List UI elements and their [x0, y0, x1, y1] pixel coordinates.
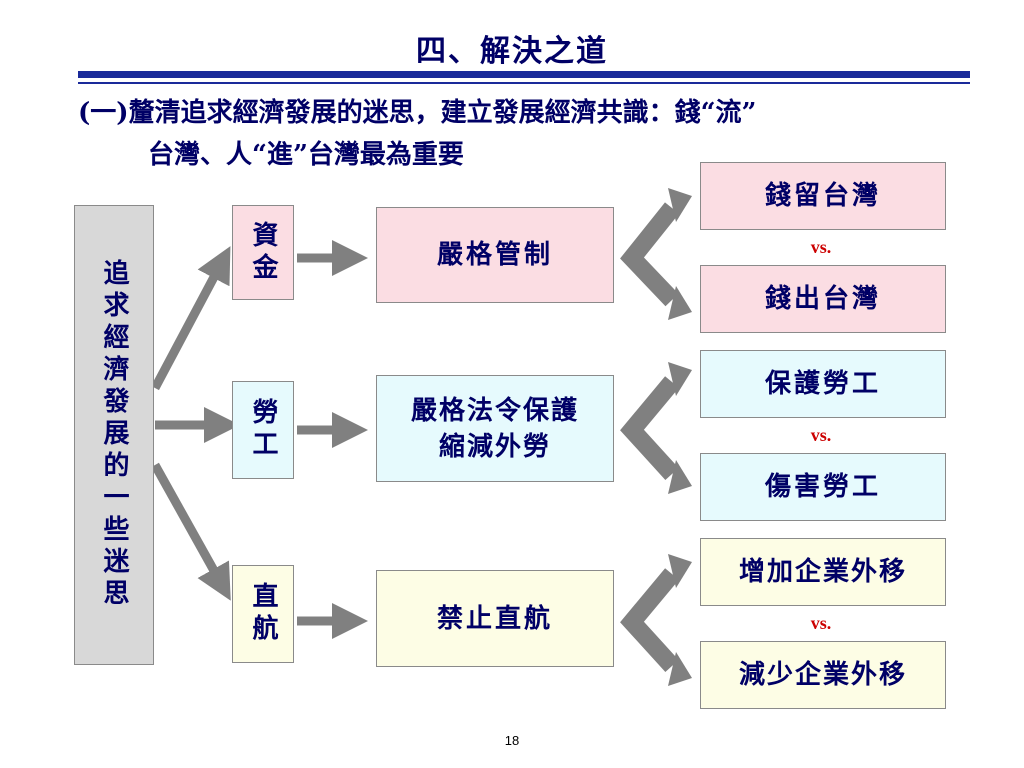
page-number: 18	[504, 733, 520, 748]
vs-label-direct-flight: vs.	[785, 606, 857, 641]
outcome-box-labor-top: 保護勞工	[700, 350, 946, 418]
outcome-box-direct-flight-top: 增加企業外移	[700, 538, 946, 606]
category-box-capital: 資金	[232, 205, 294, 300]
subtitle-line-2: 台灣、人“進”台灣最為重要	[148, 140, 464, 170]
policy-box-labor: 嚴格法令保護 縮減外勞	[376, 375, 614, 482]
policy-box-capital: 嚴格管制	[376, 207, 614, 303]
category-label-labor: 勞工	[248, 398, 278, 462]
outcome-box-capital-top: 錢留台灣	[700, 162, 946, 230]
title-rule-thin	[78, 82, 970, 84]
outcome-box-capital-bottom: 錢出台灣	[700, 265, 946, 333]
outcome-box-direct-flight-bottom: 減少企業外移	[700, 641, 946, 709]
subtitle-line-1: (一)釐清追求經濟發展的迷思，建立發展經濟共識：錢“流”	[78, 98, 757, 128]
policy-box-direct-flight: 禁止直航	[376, 570, 614, 667]
subtitle: (一)釐清追求經濟發展的迷思，建立發展經濟共識：錢“流” 台灣、人“進”台灣最為…	[78, 92, 998, 176]
category-label-direct-flight: 直航	[248, 582, 278, 646]
vs-label-capital: vs.	[785, 230, 857, 265]
category-label-capital: 資金	[248, 220, 278, 285]
outcome-box-labor-bottom: 傷害勞工	[700, 453, 946, 521]
category-box-labor: 勞工	[232, 381, 294, 479]
branch-arrow-capital	[151, 246, 231, 391]
split-arrow-capital	[620, 188, 692, 320]
split-arrow-labor	[620, 362, 692, 494]
category-box-direct-flight: 直航	[232, 565, 294, 663]
policy-label-labor-line-1: 嚴格法令保護	[410, 395, 579, 426]
page-title: 四、解決之道	[416, 34, 608, 69]
split-arrow-direct-flight	[620, 554, 692, 686]
branch-arrow-direct-flight	[151, 462, 231, 601]
policy-label-labor-line-2: 縮減外勞	[438, 431, 551, 462]
title-rule-thick	[78, 71, 970, 78]
myth-box: 追求經濟發展的一些迷思	[74, 205, 154, 665]
vs-label-labor: vs.	[785, 418, 857, 453]
